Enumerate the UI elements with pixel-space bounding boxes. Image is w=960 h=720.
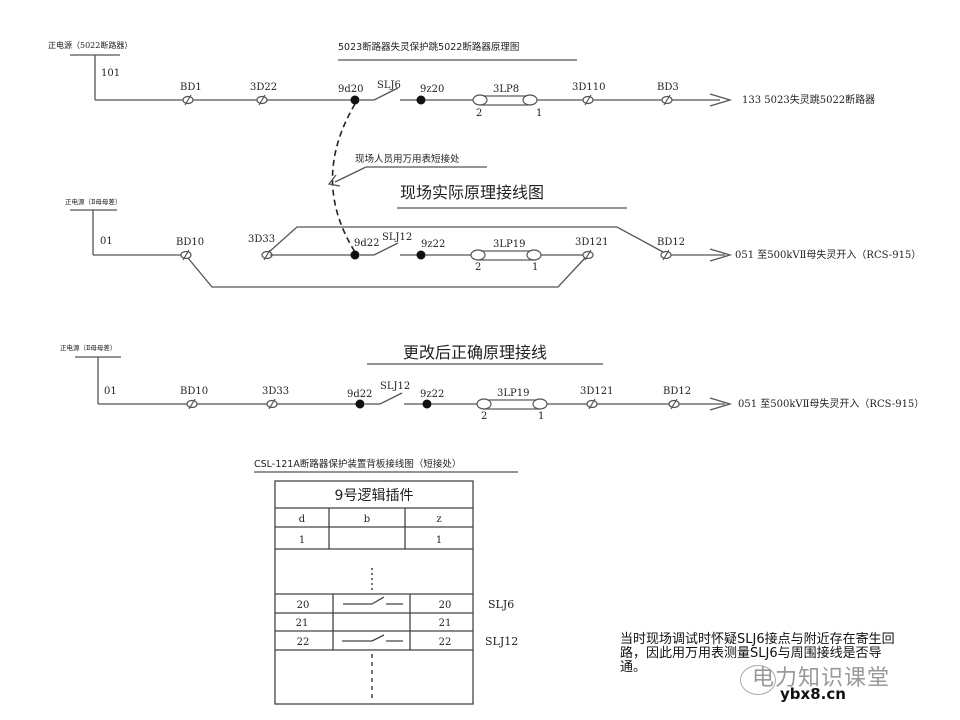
annotation-text: 现场人员用万用表短接处 [355, 153, 460, 165]
wechat-icon [740, 665, 776, 695]
arrow-right-icon [709, 397, 733, 411]
d1-term-3d110: 3D110 [572, 82, 605, 93]
arrow-right-icon [709, 248, 733, 262]
d2-term-3d121: 3D121 [575, 237, 608, 248]
switch-contact-icon [342, 634, 403, 642]
terminal-icon [668, 398, 680, 410]
d3-term-9z22: 9z22 [420, 389, 444, 400]
d1-plate-left: 2 [476, 108, 482, 119]
d2-term-3d33: 3D33 [248, 234, 275, 245]
watermark-text: 电力知识课堂 [752, 666, 891, 691]
node-dot-icon [350, 250, 360, 260]
d2-output: 051 至500kVⅡ母失灵开入（RCS-915） [735, 248, 921, 261]
d1-source-label: 正电源（5022断路器） [48, 40, 132, 50]
diagram-2: 正电源（Ⅱ母母差） 01 现场实际原理接线图 BD10 3D33 9d22 SL… [65, 183, 921, 288]
node-dot-icon [350, 95, 360, 105]
col-d: d [299, 514, 306, 525]
node-dot-icon [416, 95, 426, 105]
switch-contact-icon [379, 392, 403, 405]
d1-switch: SLJ6 [377, 80, 401, 91]
row20-z: 20 [439, 600, 452, 611]
d3-term-bd12: BD12 [663, 386, 691, 397]
d3-plate-left: 2 [481, 411, 487, 422]
d3-term-3d121: 3D121 [580, 386, 613, 397]
panel-table [274, 480, 474, 705]
terminal-icon [266, 398, 278, 410]
diagram-1: 正电源（5022断路器） 101 5023断路器失灵保护跳5022断路器原理图 … [48, 40, 875, 119]
node-dot-icon [355, 399, 365, 409]
d1-term-3d22: 3D22 [250, 82, 277, 93]
d3-title: 更改后正确原理接线 [403, 343, 547, 362]
d1-plate: 3LP8 [493, 84, 519, 95]
d2-term-bd12: BD12 [657, 237, 685, 248]
d1-plate-right: 1 [536, 108, 542, 119]
d2-term-9z22: 9z22 [421, 239, 445, 250]
row20-d: 20 [297, 600, 310, 611]
d1-term-bd3: BD3 [657, 82, 679, 93]
terminal-icon [180, 249, 192, 261]
row22-z: 22 [439, 637, 452, 648]
d1-term-9d20: 9d20 [338, 84, 364, 95]
d2-plate-right: 1 [532, 262, 538, 273]
d2-title: 现场实际原理接线图 [400, 183, 544, 202]
switch-contact-icon [343, 596, 403, 605]
node-dot-icon [422, 399, 432, 409]
terminal-icon [582, 94, 594, 106]
row21-z: 21 [439, 618, 452, 629]
switch-contact-icon [373, 87, 399, 101]
row1-d: 1 [299, 535, 305, 546]
panel-title: CSL-121A断路器保护装置背板接线图（短接处） [254, 458, 461, 470]
diagram-3: 正电源（Ⅱ母母差） 01 更改后正确原理接线 BD10 3D33 9d22 SL… [60, 343, 924, 422]
terminal-icon [661, 94, 673, 106]
d3-output: 051 至500kVⅡ母失灵开入（RCS-915） [738, 397, 924, 410]
d2-plate: 3LP19 [493, 239, 525, 250]
row22-d: 22 [297, 637, 310, 648]
d2-source-label: 正电源（Ⅱ母母差） [65, 197, 121, 206]
row1-z: 1 [436, 535, 442, 546]
arrow-right-icon [709, 93, 733, 107]
node-dot-icon [416, 250, 426, 260]
watermark-url: ybx8.cn [780, 685, 846, 703]
d3-term-bd10: BD10 [180, 386, 208, 397]
panel-header: 9号逻辑插件 [335, 488, 414, 504]
d3-plate-right: 1 [538, 411, 544, 422]
d1-term-bd1: BD1 [180, 82, 202, 93]
d3-plate: 3LP19 [497, 388, 529, 399]
terminal-icon [256, 94, 268, 106]
switch-contact-icon [373, 242, 399, 256]
d1-wire-no: 101 [101, 68, 120, 79]
row22-label: SLJ12 [485, 635, 518, 648]
row21-d: 21 [296, 618, 309, 629]
terminal-icon [182, 94, 194, 106]
row20-label: SLJ6 [488, 598, 514, 611]
d2-term-bd10: BD10 [176, 237, 204, 248]
d3-term-9d22: 9d22 [347, 389, 373, 400]
col-b: b [364, 514, 370, 525]
d3-source-label: 正电源（Ⅱ母母差） [60, 343, 116, 352]
terminal-icon [586, 398, 598, 410]
d2-term-9d22: 9d22 [354, 238, 380, 249]
d2-plate-left: 2 [475, 262, 481, 273]
annotation-arrow-icon [327, 174, 341, 187]
d3-switch: SLJ12 [380, 381, 410, 392]
d3-wire-no: 01 [104, 386, 117, 397]
d1-term-9z20: 9z20 [420, 84, 444, 95]
d2-wire-no: 01 [100, 236, 113, 247]
d1-output: 133 5023失灵跳5022断路器 [742, 93, 875, 106]
terminal-icon [186, 398, 198, 410]
col-z: z [436, 514, 441, 525]
explanation-note: 当时现场调试时怀疑SLJ6接点与附近存在寄生回路，因此用万用表测量SLJ6与周围… [620, 632, 895, 675]
d3-term-3d33: 3D33 [262, 386, 289, 397]
d1-title: 5023断路器失灵保护跳5022断路器原理图 [338, 41, 519, 53]
d2-switch: SLJ12 [382, 232, 412, 243]
